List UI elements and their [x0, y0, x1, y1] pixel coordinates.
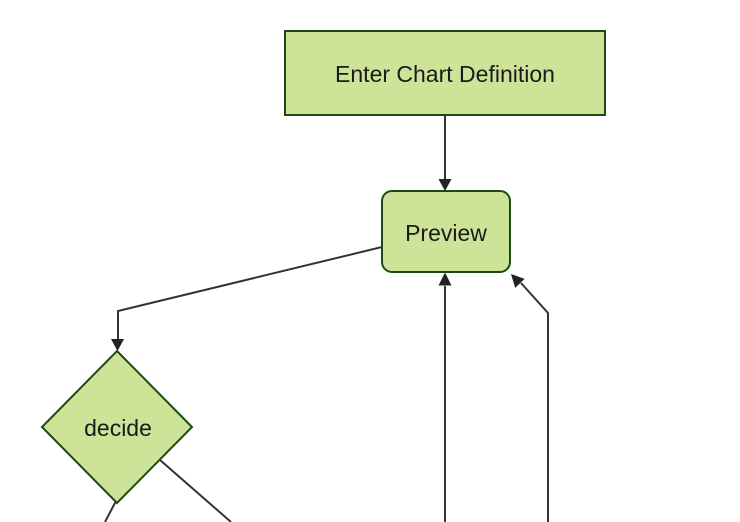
arrowhead-offscreen-right-to-preview-icon	[511, 274, 525, 288]
node-enter-chart-definition-shape	[284, 30, 606, 116]
arrowhead-preview-to-decide-icon	[111, 339, 124, 351]
node-decide: decide	[40, 349, 194, 505]
node-decide-shape	[40, 349, 194, 505]
edge-group	[104, 115, 549, 522]
node-enter-chart-definition: Enter Chart Definition	[284, 30, 606, 116]
node-preview-shape	[381, 190, 511, 273]
node-preview-label: Preview	[405, 220, 487, 246]
edge-preview-to-decide	[117, 246, 383, 340]
node-enter-chart-definition-label: Enter Chart Definition	[335, 61, 555, 87]
node-decide-label: decide	[84, 415, 152, 441]
arrowhead-enter-to-preview-icon	[438, 179, 452, 191]
node-preview: Preview	[381, 190, 511, 273]
edge-decide-to-offscreen-right	[159, 459, 232, 522]
edge-offscreen-right-to-preview	[520, 282, 549, 522]
edge-decide-to-offscreen-left	[104, 500, 117, 522]
node-group: Enter Chart Definition Preview decide	[40, 30, 606, 505]
arrowhead-offscreen-to-preview-icon	[438, 272, 452, 286]
